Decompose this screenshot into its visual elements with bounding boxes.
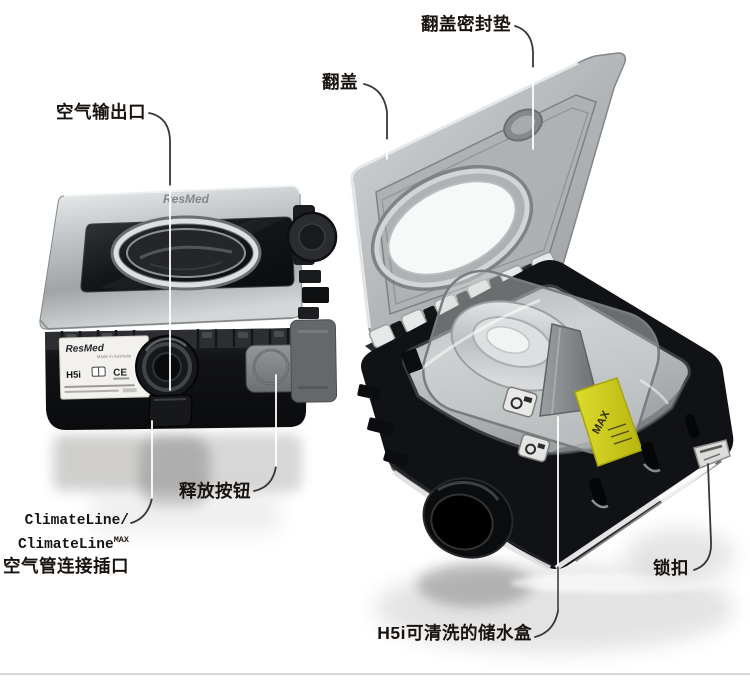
lid-seal-label: 翻盖密封垫 <box>421 14 511 34</box>
right-device: MAX <box>350 52 734 571</box>
release-button-label: 释放按钮 <box>179 481 251 501</box>
front-label-brand: ResMed <box>65 343 105 355</box>
side-dial-and-ports <box>286 205 338 403</box>
leader-tube-port <box>130 420 153 524</box>
front-label-origin: Made in Australia <box>97 353 132 359</box>
left-device-reflection <box>52 434 302 534</box>
tube-port-label-line2-base: ClimateLine <box>17 536 114 553</box>
base-front-slots <box>589 414 700 509</box>
right-device-reflection <box>375 529 735 652</box>
front-spec-label: ResMed Made in Australia H5i CE <box>58 335 151 400</box>
front-label-ce: CE <box>113 367 128 378</box>
leader-air-outlet <box>148 112 171 391</box>
latch-part <box>693 439 731 470</box>
tube-port-label-line2-sup: MAX <box>113 535 129 545</box>
leader-lid-seal <box>514 25 534 150</box>
leader-flip-lid <box>363 83 388 160</box>
tub-sticker-icons <box>502 386 551 463</box>
air-outlet-connector <box>135 335 199 428</box>
leader-release-button <box>253 374 277 492</box>
viewing-window <box>110 215 262 291</box>
left-device: ResMed <box>39 184 338 431</box>
latch-label: 锁扣 <box>653 558 689 578</box>
air-spout <box>422 477 514 559</box>
release-button-part <box>245 344 299 393</box>
lid-logo: ResMed <box>163 192 210 206</box>
water-tub-label: H5i可清洗的储水盒 <box>377 623 532 643</box>
tube-port-tab <box>148 394 193 428</box>
tube-port-label-line2: ClimateLineMAX <box>3 531 129 555</box>
water-tub-part: MAX <box>402 269 691 467</box>
flip-lid-label: 翻盖 <box>322 72 358 92</box>
tube-port-label: ClimateLine/ ClimateLineMAX 空气管连接插口 <box>3 512 129 576</box>
leader-water-tub <box>534 416 559 638</box>
base-side-clips <box>357 348 423 467</box>
front-label-model: H5i <box>66 370 81 381</box>
tube-port-label-line1: ClimateLine/ <box>24 513 129 529</box>
tube-port-label-line3: 空气管连接插口 <box>3 555 129 576</box>
air-outlet-label: 空气输出口 <box>56 102 146 122</box>
leader-lines <box>130 25 712 638</box>
bottom-divider-line <box>0 673 750 675</box>
leader-latch <box>693 463 712 571</box>
